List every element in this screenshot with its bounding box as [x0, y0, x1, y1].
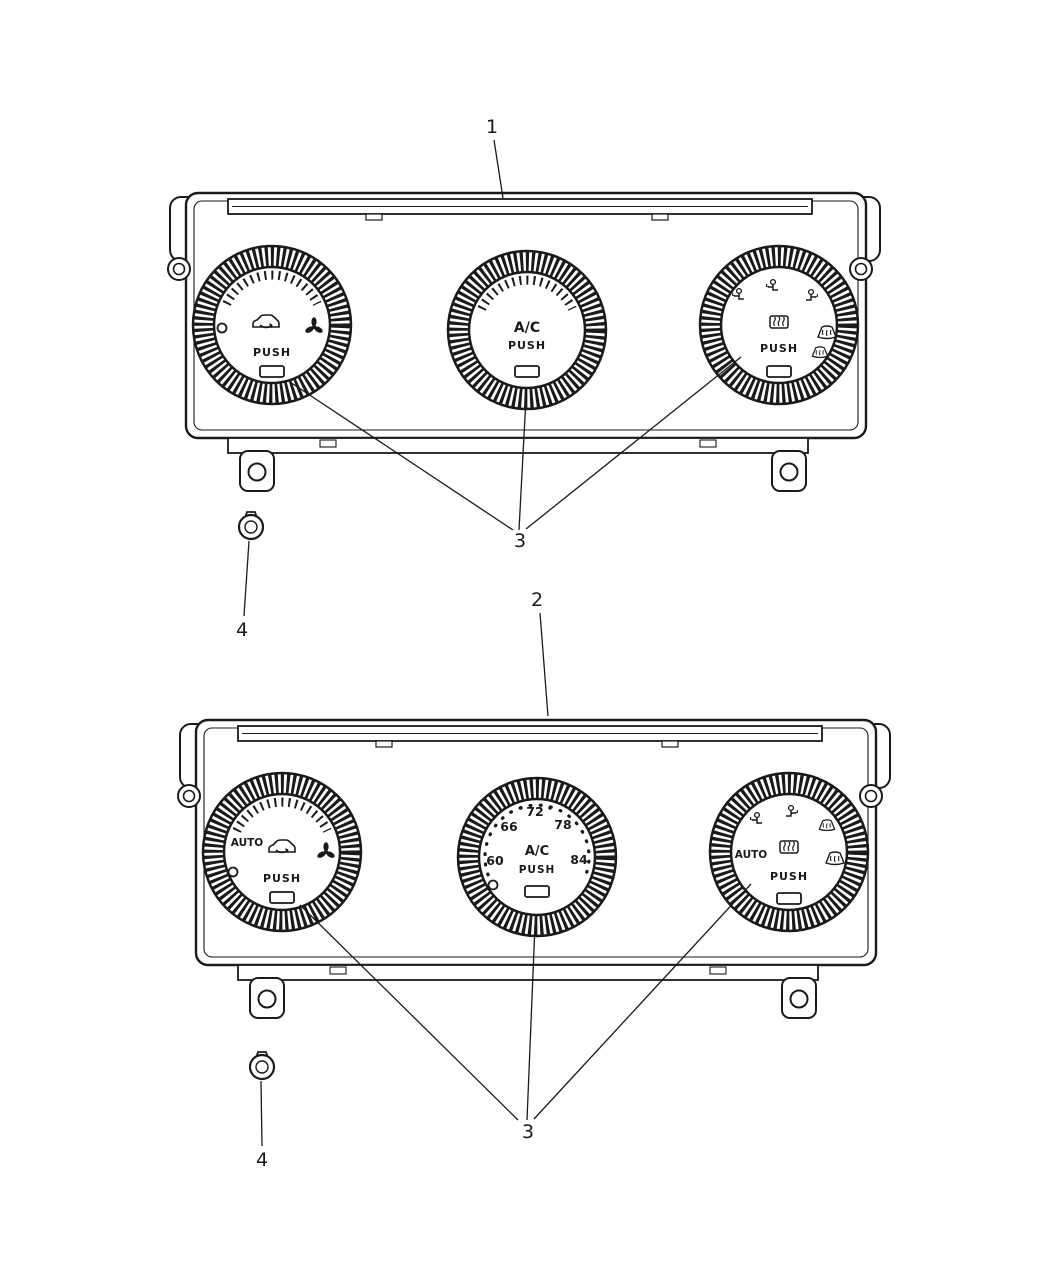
callout-4-line-top: [243, 540, 250, 617]
off-position-dot: [487, 879, 499, 891]
push-label: PUSH: [508, 339, 546, 352]
push-label: PUSH: [770, 870, 808, 883]
knob-knurled-ring: [710, 773, 868, 931]
callout-2-line: [539, 612, 549, 717]
bottom-strip-cutout: [699, 439, 717, 448]
callout-1: 1: [486, 116, 498, 138]
temp-60: 60: [486, 853, 504, 868]
hvac-control-unit-manual: PUSH A/C PUSH PUSH: [167, 191, 881, 492]
strip-tab: [661, 740, 679, 748]
side-screw-right: [859, 784, 883, 808]
off-position-dot: [227, 866, 239, 878]
callout-3-line-center: [526, 924, 536, 1121]
degree-dot: [548, 806, 552, 810]
ac-label: A/C: [525, 844, 549, 859]
bottom-strip: [227, 437, 809, 454]
side-screw-left: [177, 784, 201, 808]
side-screw-right: [849, 257, 873, 281]
bulb-part-bottom: [248, 1050, 276, 1081]
bulb-part-top: [237, 510, 265, 541]
fan-speed-knob-auto: AUTO PUSH: [203, 773, 361, 931]
callout-4-top: 4: [236, 619, 248, 641]
push-label: PUSH: [519, 864, 556, 876]
hvac-control-unit-auto: AUTO PUSH 60 66 72 78 84 A/C PUSH AUT: [177, 718, 891, 1019]
push-indicator-window: [259, 365, 285, 378]
bottom-strip: [237, 964, 819, 981]
callout-3-line-left: [289, 381, 514, 531]
temperature-knob: A/C PUSH: [448, 251, 606, 409]
bottom-strip-cutout: [709, 966, 727, 975]
mode-knob: PUSH: [700, 246, 858, 404]
side-screw-left: [167, 257, 191, 281]
mounting-tab-right: [781, 977, 817, 1019]
mounting-tab-left: [249, 977, 285, 1019]
callout-4-line-bottom: [260, 1080, 263, 1147]
strip-tab: [651, 213, 669, 221]
temp-66: 66: [500, 819, 518, 834]
ac-label: A/C: [514, 320, 540, 336]
strip-tab: [375, 740, 393, 748]
mounting-tab-left: [239, 450, 275, 492]
callout-3-line-left: [299, 904, 519, 1121]
auto-label: AUTO: [735, 849, 767, 861]
callout-3-line-right: [525, 356, 742, 530]
callout-4-bottom: 4: [256, 1149, 268, 1171]
degree-dot: [519, 806, 523, 810]
callout-1-line: [493, 139, 504, 199]
temp-78: 78: [554, 817, 571, 832]
strip-tab: [365, 213, 383, 221]
bottom-strip-cutout: [329, 966, 347, 975]
push-indicator-window: [524, 885, 550, 898]
push-indicator-window: [766, 365, 792, 378]
off-position-dot: [216, 322, 228, 334]
push-label: PUSH: [760, 342, 798, 355]
bottom-strip-cutout: [319, 439, 337, 448]
temp-84: 84: [570, 852, 588, 867]
callout-3-line-center: [518, 397, 527, 531]
push-indicator-window: [269, 891, 295, 904]
push-indicator-window: [514, 365, 540, 378]
auto-label: AUTO: [231, 837, 263, 849]
mode-knob-auto: AUTO PUSH: [710, 773, 868, 931]
callout-2: 2: [531, 589, 543, 611]
mounting-tab-right: [771, 450, 807, 492]
push-label: PUSH: [253, 346, 291, 359]
temperature-dot-scale: [483, 803, 591, 877]
callout-3-top: 3: [514, 530, 526, 552]
fan-speed-knob: PUSH: [193, 246, 351, 404]
callout-3-bottom: 3: [522, 1121, 534, 1143]
temp-72: 72: [526, 804, 543, 819]
callout-3-line-right: [533, 883, 752, 1120]
push-label: PUSH: [263, 872, 301, 885]
temperature-knob-auto: 60 66 72 78 84 A/C PUSH: [458, 778, 616, 936]
push-indicator-window: [776, 892, 802, 905]
